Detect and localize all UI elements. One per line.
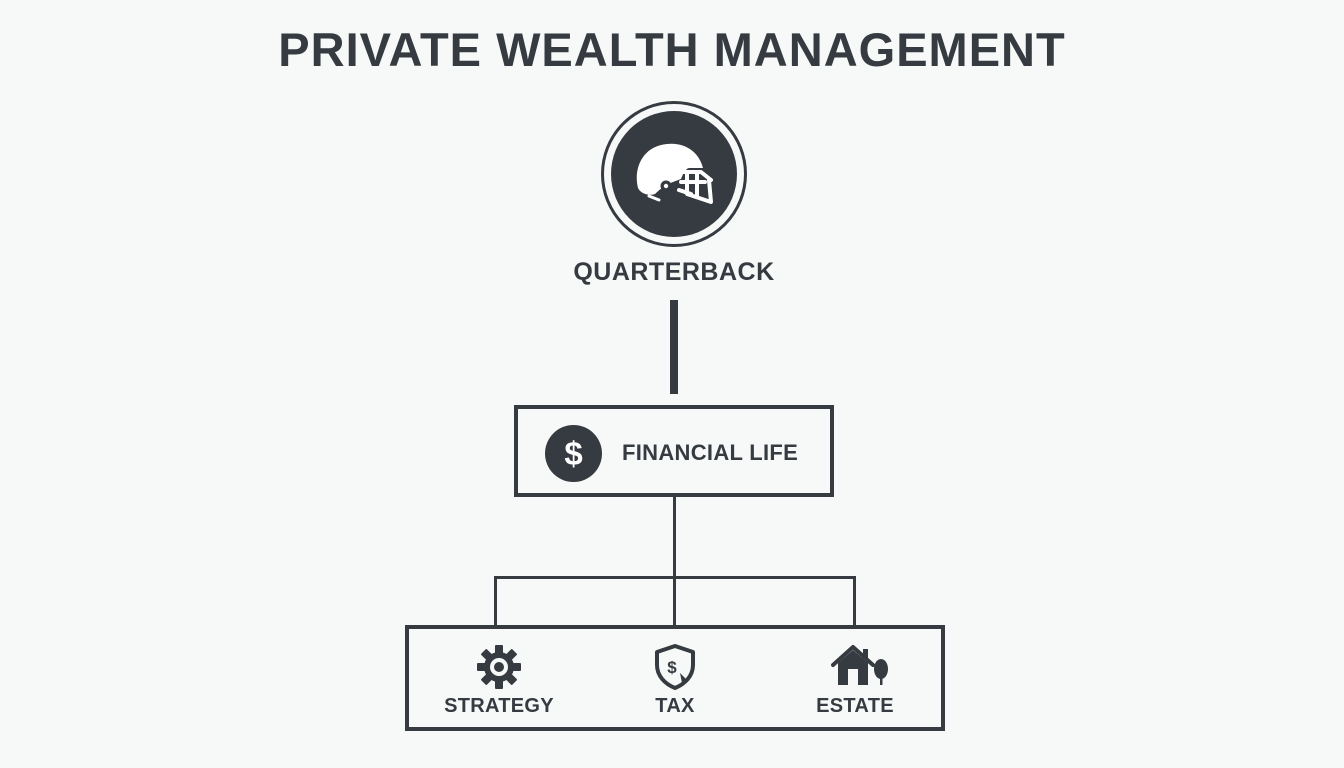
connector-crossbar (494, 576, 856, 579)
connector-trunk (673, 497, 676, 625)
service-strategy: STRATEGY (419, 629, 579, 727)
quarterback-badge (601, 101, 747, 247)
connector-left-branch (494, 576, 497, 625)
financial-life-label: FINANCIAL LIFE (622, 440, 799, 465)
page-title: PRIVATE WEALTH MANAGEMENT (278, 23, 1066, 76)
shield-dollar-icon: $ (651, 643, 699, 691)
service-tax: $ TAX (595, 629, 755, 727)
financial-life-box: $ FINANCIAL LIFE (514, 405, 834, 497)
quarterback-label: QUARTERBACK (573, 258, 775, 286)
football-helmet-icon (611, 111, 737, 237)
service-label-estate: ESTATE (816, 695, 894, 717)
services-box: STRATEGY $ TAX ESTATE (405, 625, 945, 731)
connector-quarterback-financial (670, 300, 678, 394)
house-tree-icon (831, 643, 888, 691)
svg-text:$: $ (667, 658, 677, 677)
service-label-strategy: STRATEGY (444, 695, 554, 717)
service-estate: ESTATE (775, 629, 935, 727)
connector-right-branch (853, 576, 856, 625)
gear-icon (475, 643, 523, 691)
dollar-icon: $ (545, 425, 602, 482)
service-label-tax: TAX (655, 695, 695, 717)
